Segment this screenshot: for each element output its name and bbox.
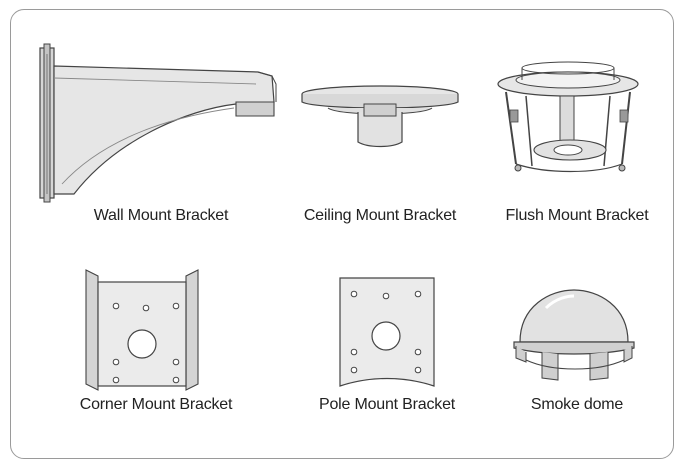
ceiling-mount-bracket-item: Ceiling Mount Bracket [298, 82, 478, 224]
flush-mount-bracket-icon [497, 61, 639, 173]
flush-mount-bracket-caption: Flush Mount Bracket [505, 207, 649, 224]
flush-mount-bracket-item: Flush Mount Bracket [496, 44, 656, 224]
ceiling-mount-bracket-caption: Ceiling Mount Bracket [303, 207, 457, 224]
pole-mount-bracket-caption: Pole Mount Bracket [318, 396, 456, 413]
wall-mount-bracket-icon [39, 43, 277, 203]
ceiling-mount-bracket-icon [301, 85, 459, 148]
smoke-dome-item: Smoke dome [512, 286, 642, 413]
corner-mount-bracket-caption: Corner Mount Bracket [79, 396, 233, 413]
pole-mount-bracket-item: Pole Mount Bracket [319, 277, 455, 413]
smoke-dome-caption: Smoke dome [530, 396, 624, 413]
pole-mount-bracket-icon [339, 277, 435, 387]
smoke-dome-icon [513, 289, 635, 381]
wall-mount-bracket-item: Wall Mount Bracket [36, 43, 286, 224]
corner-mount-bracket-icon [85, 269, 199, 391]
wall-mount-bracket-caption: Wall Mount Bracket [93, 207, 229, 224]
corner-mount-bracket-item: Corner Mount Bracket [80, 268, 232, 413]
